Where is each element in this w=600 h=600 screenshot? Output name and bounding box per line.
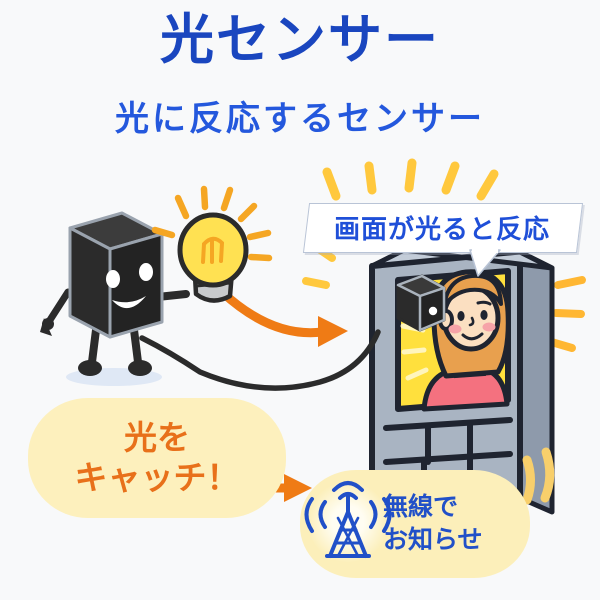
page-title: 光センサー [160, 10, 440, 70]
orange-flow-arrow [217, 287, 348, 347]
visitor-face [421, 269, 511, 412]
catch-light-bubble [28, 398, 286, 518]
catch-light-line1: 光を [124, 419, 190, 456]
callout-label: 画面が光ると反応 [333, 213, 550, 244]
intercom-monitor [369, 247, 555, 515]
motion-lines [522, 447, 555, 505]
page-subtitle: 光に反応するセンサー [115, 100, 485, 138]
catch-light-text-group: 光を キャッチ！ [28, 398, 286, 518]
sensor-cable [139, 329, 381, 391]
light-rays [322, 158, 499, 201]
sensor-cube-mascot [40, 211, 190, 386]
attached-sensor-cube [396, 274, 446, 332]
sensor-lens-icon [428, 306, 438, 316]
radio-tower-icon [304, 481, 392, 558]
wireless-notify-line2: お知らせ [383, 526, 483, 554]
wireless-notify-line1: 無線で [383, 493, 459, 521]
catch-light-line2: キャッチ！ [74, 459, 240, 496]
lightbulb-icon [151, 185, 273, 303]
wireless-notify-text-group: 無線で お知らせ [383, 470, 533, 578]
